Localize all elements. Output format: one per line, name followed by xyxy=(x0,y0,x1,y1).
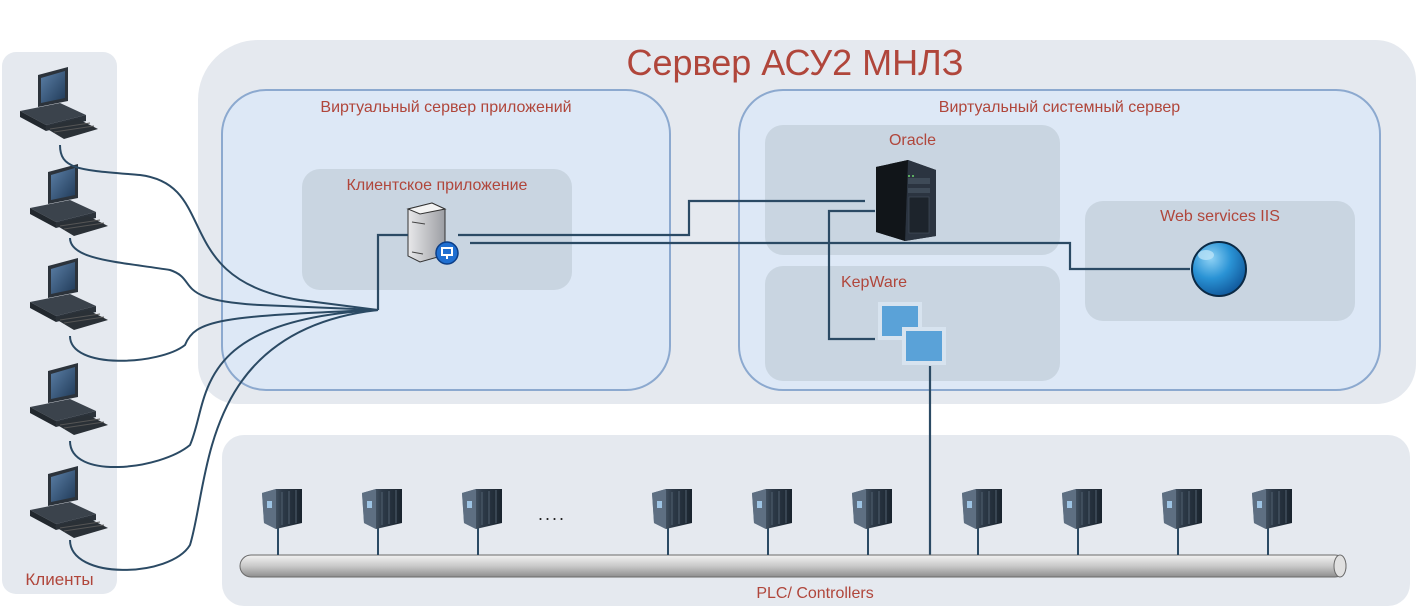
plc-label: PLC/ Controllers xyxy=(756,585,874,602)
app-server-label: Виртуальный сервер приложений xyxy=(320,99,572,116)
plc-panel xyxy=(222,435,1410,606)
client-app-label: Клиентское приложение xyxy=(346,177,528,194)
server-title: Сервер АСУ2 МНЛЗ xyxy=(626,42,964,83)
kepware-label: KepWare xyxy=(840,274,908,291)
system-server-label: Виртуальный системный сервер xyxy=(938,99,1181,116)
clients-panel xyxy=(2,52,117,594)
plc-ellipsis: .... xyxy=(537,504,566,524)
oracle-label: Oracle xyxy=(888,132,937,149)
clients-label: Клиенты xyxy=(25,570,94,589)
web-services-label: Web services IIS xyxy=(1160,208,1280,225)
